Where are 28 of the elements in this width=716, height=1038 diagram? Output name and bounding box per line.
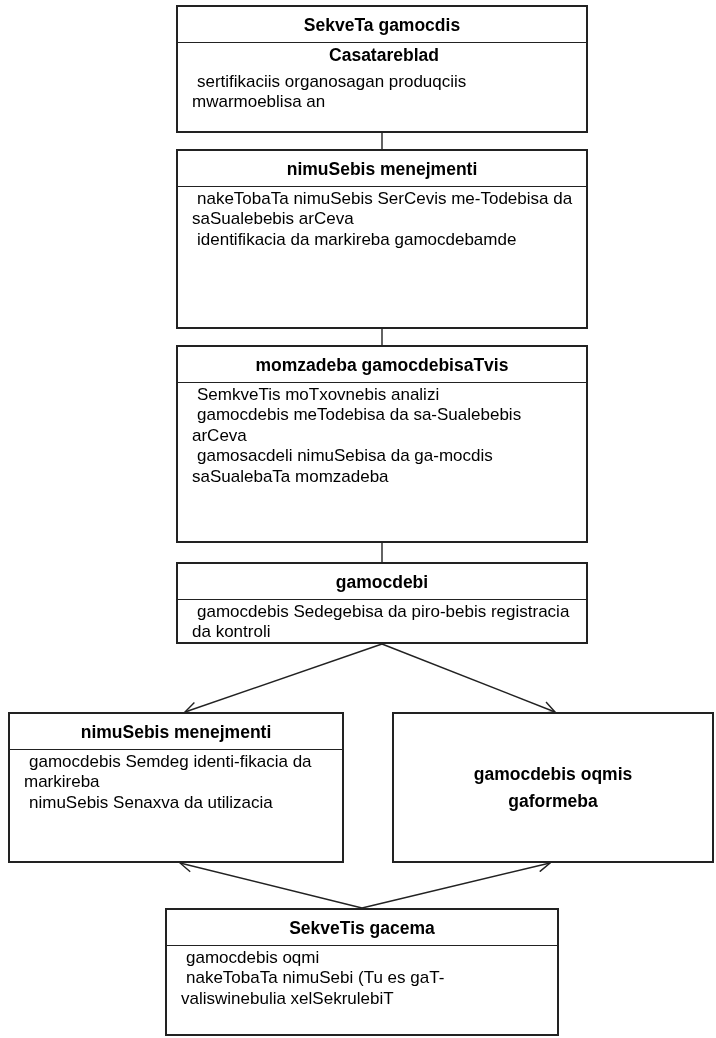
box-heading: nimuSebis menejmenti xyxy=(178,151,586,187)
connector-line xyxy=(381,328,383,346)
process-box xyxy=(392,712,714,863)
box-subheading: Casatareblad xyxy=(328,45,440,66)
arrow xyxy=(381,643,556,714)
arrow xyxy=(184,643,383,715)
box-text: identifikacia da markireba gamocdebamde xyxy=(196,229,518,251)
box-text: SemkveTis moTxovnebis analizi xyxy=(196,385,441,406)
process-box xyxy=(8,712,344,863)
box-text: sertifikaciis organosagan produqciis mwarmoeblisa an xyxy=(192,72,468,113)
box-text: gamosacdeli nimuSebisa da ga-mocdis saSualebaTa momzadeba xyxy=(192,446,494,487)
box-heading: nimuSebis menejmenti xyxy=(10,714,342,750)
box-text: gamocdebis oqmi xyxy=(185,948,321,969)
box-heading: momzadeba gamocdebisaTvis xyxy=(178,347,586,383)
connector-line xyxy=(381,132,383,150)
process-box xyxy=(176,5,588,133)
process-box xyxy=(176,149,588,329)
box-heading: gamocdebi xyxy=(178,564,586,600)
process-box xyxy=(165,908,559,1036)
box-heading: gamocdebis oqmis gaformeba xyxy=(472,763,634,813)
box-heading: SekveTa gamocdis xyxy=(178,7,586,43)
box-text: gamocdebis Sedegebisa da piro-bebis registracia da kontroli xyxy=(192,602,571,643)
connector-line xyxy=(381,542,383,563)
process-box xyxy=(176,562,588,644)
box-heading: SekveTis gacema xyxy=(167,910,557,946)
box-text: nakeTobaTa nimuSebi (Tu es gaT-valiswinebulia xelSekrulebiT xyxy=(181,968,446,1010)
box-text: nimuSebis Senaxva da utilizacia xyxy=(28,792,274,814)
process-box xyxy=(176,345,588,543)
